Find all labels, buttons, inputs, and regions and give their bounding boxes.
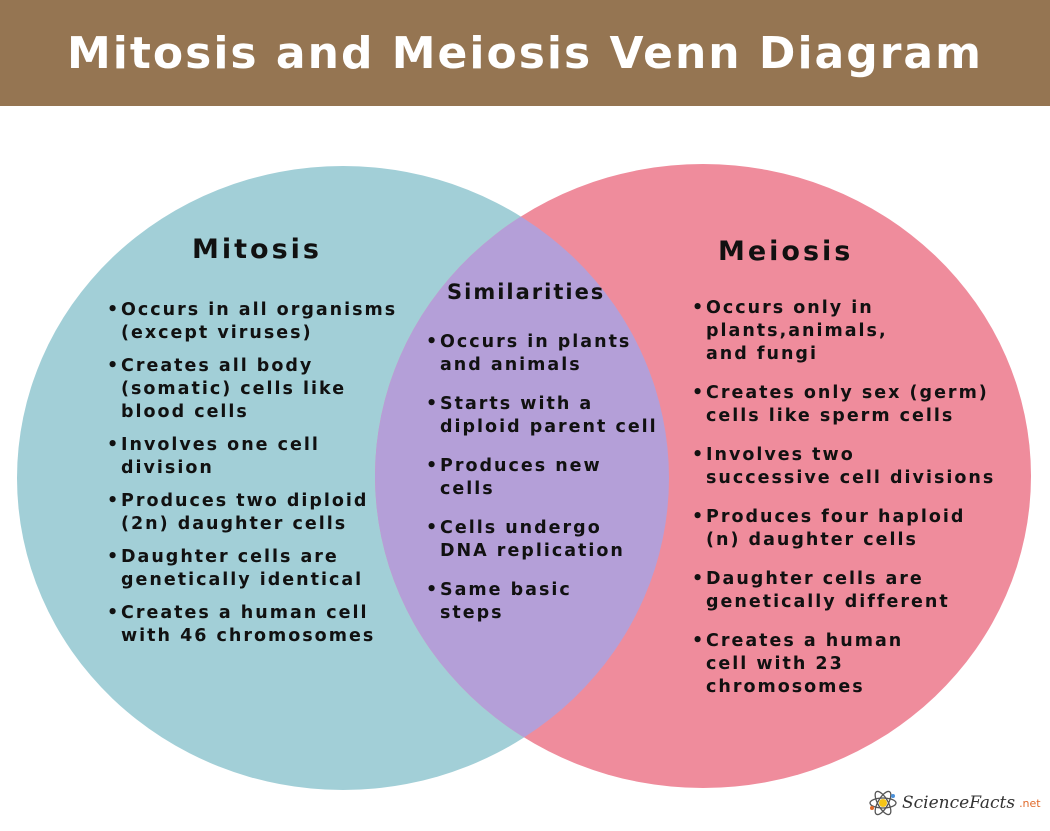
list-item: Produces two diploid (2n) daughter cells (107, 490, 397, 536)
list-item: Occurs in all organisms (except viruses) (107, 299, 397, 345)
list-item: Same basic steps (426, 579, 658, 625)
overlap-region (375, 166, 669, 788)
meiosis-heading: Meiosis (718, 236, 854, 267)
meiosis-list: Occurs only in plants,animals, and fungi… (692, 297, 995, 699)
list-item: Creates a human cell with 23 chromosomes (692, 630, 995, 699)
mitosis-list: Occurs in all organisms (except viruses)… (107, 299, 397, 648)
logo-suffix: .net (1019, 796, 1041, 810)
similarities-heading: Similarities (447, 280, 606, 304)
list-item: Produces four haploid (n) daughter cells (692, 506, 995, 552)
sciencefacts-logo: ScienceFacts.net (868, 788, 1041, 818)
list-item: Involves two successive cell divisions (692, 444, 995, 490)
list-item: Daughter cells are genetically identical (107, 546, 397, 592)
list-item: Creates all body (somatic) cells like bl… (107, 355, 397, 424)
list-item: Creates only sex (germ) cells like sperm… (692, 382, 995, 428)
atom-icon (869, 790, 897, 816)
list-item: Cells undergo DNA replication (426, 517, 658, 563)
similarities-list: Occurs in plants and animals Starts with… (426, 331, 658, 625)
list-item: Produces new cells (426, 455, 658, 501)
list-item: Involves one cell division (107, 434, 397, 480)
list-item: Starts with a diploid parent cell (426, 393, 658, 439)
header-banner: Mitosis and Meiosis Venn Diagram (0, 0, 1050, 106)
mitosis-heading: Mitosis (192, 234, 322, 265)
logo-text: ScienceFacts (902, 793, 1016, 813)
page-title: Mitosis and Meiosis Venn Diagram (67, 27, 983, 79)
list-item: Occurs only in plants,animals, and fungi (692, 297, 995, 366)
list-item: Occurs in plants and animals (426, 331, 658, 377)
list-item: Creates a human cell with 46 chromosomes (107, 602, 397, 648)
list-item: Daughter cells are genetically different (692, 568, 995, 614)
